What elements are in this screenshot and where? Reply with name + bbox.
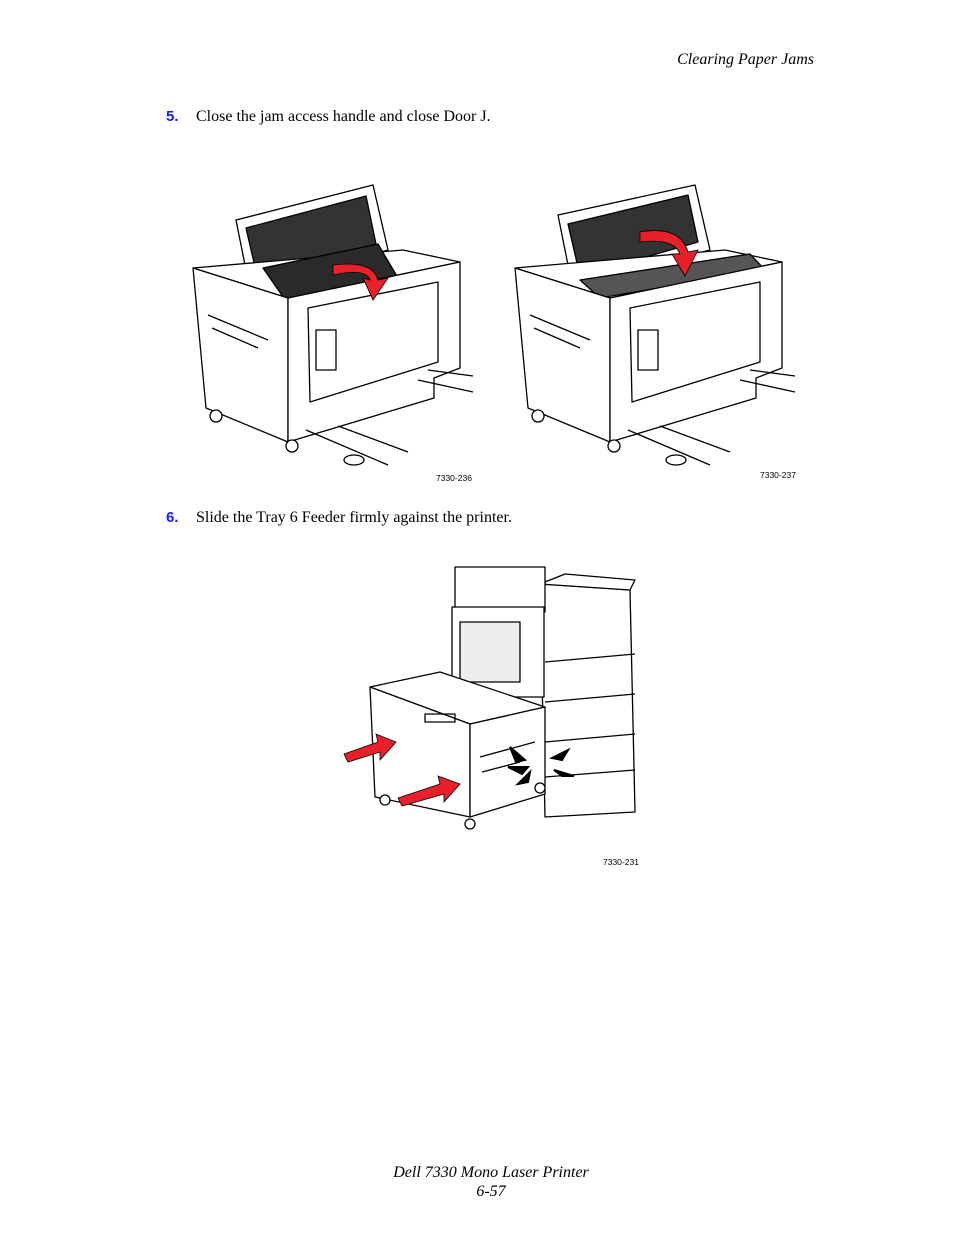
figure-code: 7330-237: [760, 470, 796, 480]
step-6: 6. Slide the Tray 6 Feeder firmly agains…: [166, 509, 512, 527]
figure-code: 7330-231: [603, 857, 639, 867]
figure-close-door-j: [514, 184, 796, 466]
footer-page-number: 6-57: [476, 1183, 506, 1200]
step-text: Close the jam access handle and close Do…: [196, 108, 491, 125]
running-header: Clearing Paper Jams: [677, 51, 814, 68]
figure-close-jam-handle: [192, 184, 474, 466]
step-text: Slide the Tray 6 Feeder firmly against t…: [196, 509, 512, 526]
step-5: 5. Close the jam access handle and close…: [166, 108, 491, 126]
step-number: 5.: [166, 108, 179, 125]
figure-code: 7330-236: [436, 473, 472, 483]
footer-product: Dell 7330 Mono Laser Printer: [393, 1164, 589, 1181]
page-footer: Dell 7330 Mono Laser Printer 6-57: [0, 1163, 954, 1201]
figure-slide-tray6-feeder: [343, 566, 636, 830]
step-number: 6.: [166, 509, 179, 526]
